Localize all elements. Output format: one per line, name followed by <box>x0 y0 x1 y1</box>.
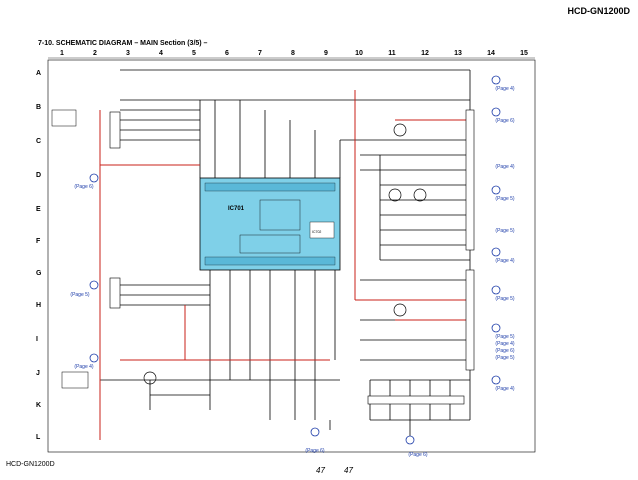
row-g: G <box>36 270 42 277</box>
col-2: 2 <box>93 50 97 57</box>
page-ref-6: (Page 5) <box>495 334 515 340</box>
page-ref-11: (Page 6) <box>74 184 94 190</box>
page-ref-16: (Page 4) <box>495 164 515 170</box>
header-model: HCD-GN1200D <box>567 6 630 16</box>
ic701-label: IC701 <box>228 206 245 212</box>
row-e: E <box>36 206 41 213</box>
row-h: H <box>36 302 42 309</box>
page-ref-labels: (Page 4) (Page 6) (Page 5) (Page 4) (Pag… <box>70 86 515 458</box>
connector-left-top <box>109 111 121 309</box>
col-1: 1 <box>60 50 64 57</box>
ic701-block: IC701 IC702 <box>199 177 341 271</box>
page-ref-14: (Page 6) <box>305 448 325 454</box>
transistor-q1 <box>143 123 427 385</box>
page-ref-12: (Page 5) <box>70 292 90 298</box>
col-15: 15 <box>520 50 528 57</box>
col-6: 6 <box>225 50 229 57</box>
row-d: D <box>36 172 42 179</box>
page-ref-3: (Page 5) <box>495 196 515 202</box>
row-c: C <box>36 138 42 145</box>
col-7: 7 <box>258 50 262 57</box>
col-11: 11 <box>388 50 396 57</box>
col-10: 10 <box>355 50 363 57</box>
row-j: J <box>36 370 40 377</box>
footer-model: HCD-GN1200D <box>6 461 55 468</box>
grid-frame <box>47 57 536 453</box>
page-ref-connectors <box>89 75 501 445</box>
page-ref-7: (Page 4) <box>495 341 515 347</box>
page-ref-15: (Page 6) <box>408 452 428 458</box>
page-number-right: 47 <box>344 466 353 475</box>
row-b: B <box>36 104 42 111</box>
page-number-left: 47 <box>316 466 325 475</box>
col-9: 9 <box>324 50 328 57</box>
col-13: 13 <box>454 50 462 57</box>
page-ref-9: (Page 5) <box>495 355 515 361</box>
page-ref-5: (Page 5) <box>495 296 515 302</box>
row-i: I <box>36 336 38 343</box>
row-k: K <box>36 402 42 409</box>
page-ref-8: (Page 6) <box>495 348 515 354</box>
col-4: 4 <box>159 50 163 57</box>
row-a: A <box>36 70 42 77</box>
wiring-red <box>99 90 470 440</box>
row-f: F <box>36 238 41 245</box>
row-l: L <box>36 434 41 441</box>
diagram-title: 7-10. SCHEMATIC DIAGRAM – MAIN Section (… <box>38 40 208 47</box>
left-box-labels <box>51 109 89 389</box>
col-5: 5 <box>192 50 196 57</box>
col-3: 3 <box>126 50 130 57</box>
connector-right <box>465 109 475 371</box>
ic702-label: IC702 <box>312 230 321 234</box>
page-ref-2: (Page 6) <box>495 118 515 124</box>
page-ref-17: (Page 5) <box>495 228 515 234</box>
col-12: 12 <box>421 50 429 57</box>
page-ref-13: (Page 4) <box>74 364 94 370</box>
col-8: 8 <box>291 50 295 57</box>
page-ref-4: (Page 4) <box>495 258 515 264</box>
col-14: 14 <box>487 50 495 57</box>
connector-bottom <box>367 395 465 405</box>
page-ref-10: (Page 4) <box>495 386 515 392</box>
page-ref-1: (Page 4) <box>495 86 515 92</box>
